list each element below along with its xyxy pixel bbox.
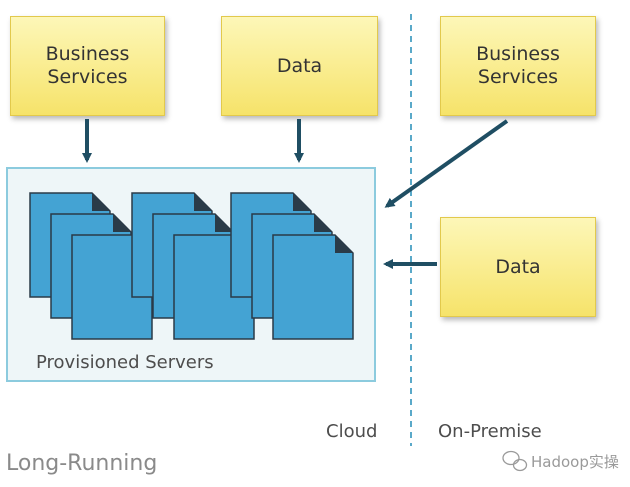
on-premise-data-box: Data xyxy=(440,217,596,317)
arrow-onpremise-business-services-to-cloud xyxy=(384,119,509,208)
cloud-business-services-label: Business Services xyxy=(45,43,130,88)
caption: Long-Running xyxy=(6,451,158,476)
server-icon xyxy=(272,234,354,340)
provisioned-servers-label: Provisioned Servers xyxy=(36,352,214,373)
on-premise-business-services-label: Business Services xyxy=(476,43,560,88)
server-icon-group-middle xyxy=(131,192,255,340)
wechat-icon xyxy=(502,450,528,472)
on-premise-data-label: Data xyxy=(495,255,541,278)
cloud-label: Cloud xyxy=(326,421,378,442)
watermark-text: Hadoop实操 xyxy=(531,453,619,471)
cloud-business-services-box: Business Services xyxy=(10,16,165,116)
on-premise-label: On-Premise xyxy=(438,421,542,442)
on-premise-business-services-box: Business Services xyxy=(440,16,596,116)
server-icon-group-right xyxy=(230,192,354,340)
cloud-data-box: Data xyxy=(221,16,378,116)
cloud-data-label: Data xyxy=(276,54,323,77)
